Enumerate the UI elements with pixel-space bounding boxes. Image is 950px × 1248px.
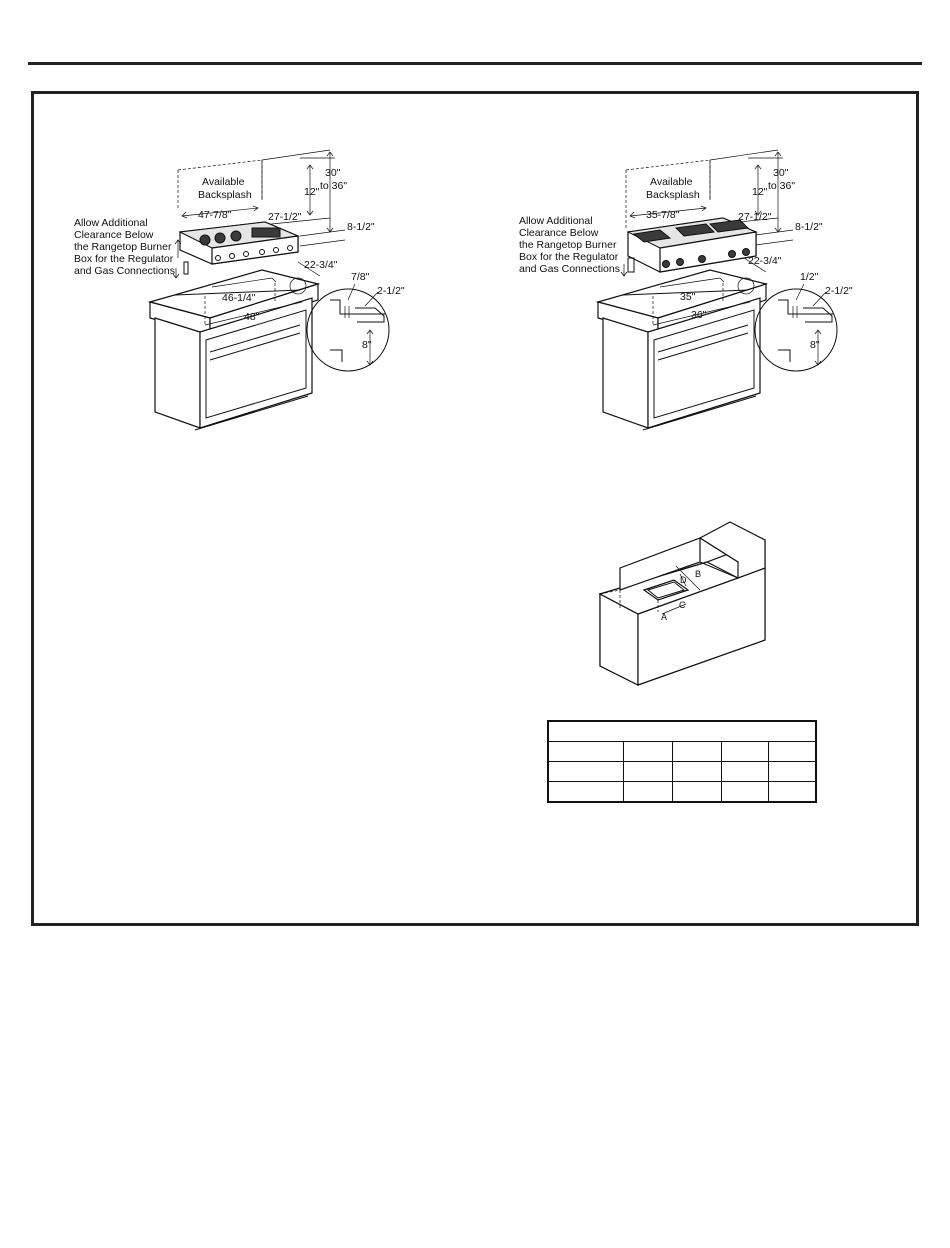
backsplash-label-2: Backsplash xyxy=(646,189,700,201)
table-cell xyxy=(547,761,624,782)
dim-12: 12" xyxy=(752,186,768,198)
detail-8-dim: 8" xyxy=(362,339,372,351)
rangetop-48 xyxy=(178,221,300,265)
table-header-cell xyxy=(547,720,817,742)
dim-8-half: 8-1/2" xyxy=(795,221,823,233)
table-cell xyxy=(768,761,817,782)
cutout-dimensions-table xyxy=(547,720,817,803)
detail-2half-dim: 2-1/2" xyxy=(825,285,853,297)
clearance-note: Allow Additional Clearance Below the Ran… xyxy=(519,215,621,275)
table-cell xyxy=(672,781,722,803)
table-cell xyxy=(768,781,817,803)
label-c: C xyxy=(679,600,686,610)
dim-height-1: 30" xyxy=(325,167,341,179)
table-row xyxy=(547,781,817,803)
dim-8-half: 8-1/2" xyxy=(347,221,375,233)
dim-cutout: 46-1/4" xyxy=(222,292,256,304)
dim-12: 12" xyxy=(304,186,320,198)
table-cell xyxy=(623,741,673,762)
top-rule xyxy=(28,62,922,65)
dim-cabinet: 48" xyxy=(244,311,260,323)
dim-depth: 27-1/2" xyxy=(738,211,772,223)
table-cell xyxy=(768,741,817,762)
dim-width: 35-7/8" xyxy=(646,209,680,221)
backsplash-label-1: Available xyxy=(202,176,245,188)
dim-22: 22-3/4" xyxy=(304,259,338,271)
dim-22: 22-3/4" xyxy=(748,255,782,267)
label-a: A xyxy=(661,612,667,622)
table-cell xyxy=(547,741,624,762)
clearance-note: Allow Additional Clearance Below the Ran… xyxy=(74,217,176,277)
table-header-row xyxy=(547,720,817,742)
dim-cutout: 35" xyxy=(680,291,696,303)
backsplash-label-2: Backsplash xyxy=(198,189,252,201)
table-cell xyxy=(672,741,722,762)
label-b: B xyxy=(695,569,701,579)
detail-top-dim: 7/8" xyxy=(351,271,370,283)
table-cell xyxy=(721,761,769,782)
table-row xyxy=(547,761,817,782)
detail-2half-dim: 2-1/2" xyxy=(377,285,405,297)
table-cell xyxy=(721,781,769,803)
detail-8-dim: 8" xyxy=(810,339,820,351)
dim-cabinet: 36" xyxy=(691,309,707,321)
table-cell xyxy=(672,761,722,782)
table-cell xyxy=(623,781,673,803)
dim-height-2: to 36" xyxy=(768,180,795,192)
backsplash-label-1: Available xyxy=(650,176,693,188)
table-cell xyxy=(547,781,624,803)
detail-top-dim: 1/2" xyxy=(800,271,819,283)
dim-depth: 27-1/2" xyxy=(268,211,302,223)
table-cell xyxy=(623,761,673,782)
dim-height-1: 30" xyxy=(773,167,789,179)
dim-width: 47-7/8" xyxy=(198,209,232,221)
detail-36: 1/2" 2-1/2" 8" xyxy=(754,271,853,372)
table-cell xyxy=(721,741,769,762)
detail-48: 7/8" 2-1/2" 8" xyxy=(306,271,405,372)
table-row xyxy=(547,741,817,762)
rangetop-36 xyxy=(626,217,758,273)
content-frame xyxy=(31,91,919,926)
label-d: D xyxy=(680,575,687,585)
rangetop-36-diagram: 30" to 36" 12" Available Backsplash 35-7… xyxy=(519,149,853,431)
dim-height-2: to 36" xyxy=(320,180,347,192)
